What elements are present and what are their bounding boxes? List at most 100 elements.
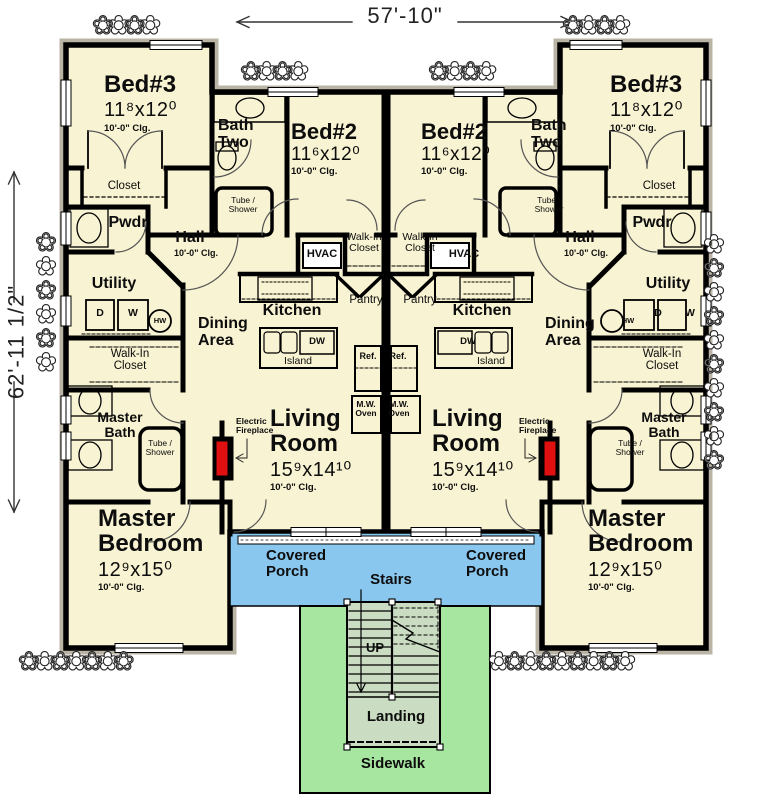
room-label-bath-two-left: Bath Two [218, 117, 254, 151]
refrigerator-box [354, 345, 382, 392]
room-size: 11⁸x12⁰ [104, 99, 177, 122]
porch-label-left: Covered Porch [266, 547, 327, 580]
room-label-dining-left: Dining Area [198, 315, 248, 349]
room-label-walkin-side-left: Walk-In Closet [110, 348, 150, 373]
overall-depth-dimension: 62'-11 1/2" [3, 284, 29, 400]
fixture-label-washer-left: W [128, 307, 138, 319]
room-name: Bed#3 [104, 71, 177, 98]
room-label-bed2-left: Bed#2 11⁶x12⁰ 10'-0" Clg. [291, 120, 360, 178]
dimension-arrows [7, 15, 575, 514]
door-arcs [87, 130, 378, 543]
room-label-kitchen-right: Kitchen [452, 302, 512, 319]
bush-icon: ✿❀✿❀✿❀✿❀✿ [487, 646, 636, 676]
fixture-label-dw-left: DW [309, 336, 325, 347]
room-size: 12⁹x15⁰ [98, 558, 173, 581]
room-label-utility-right: Utility [645, 275, 691, 292]
hall-ceiling-left: 10'-0" Clg. [174, 248, 218, 258]
room-label-bath-two-right: Bath Two [531, 117, 567, 151]
pantry-walls [334, 273, 385, 299]
bush-icon: ✿❀✿❀✿❀✿❀✿❀ [699, 229, 730, 470]
room-name: Master Bedroom [588, 505, 694, 558]
unit-interior [60, 40, 385, 653]
room-ceiling: 10'-0" Clg. [421, 166, 468, 178]
room-label-closet-right: Closet [642, 180, 676, 192]
room-label-walkin-side-right: Walk-In Closet [642, 348, 682, 373]
party-wall [381, 91, 391, 533]
room-label-bed3-left: Bed#3 11⁸x12⁰ 10'-0" Clg. [104, 72, 177, 134]
bush-icon: ❀✿❀✿ [561, 10, 631, 40]
room-name: Bed#3 [610, 71, 683, 98]
room-ceiling: 10'-0" Clg. [104, 122, 151, 134]
fixture-label-island-left: Island [283, 355, 313, 367]
tub-shower-label-master-right: Tube / Shower [615, 438, 645, 457]
kitchen-counter [239, 273, 338, 303]
electric-fireplace [212, 436, 248, 481]
room-label-closet-left: Closet [107, 180, 141, 192]
hvac-box [302, 242, 342, 269]
room-ceiling: 10'-0" Clg. [588, 582, 635, 594]
fixture-label-hvac-right: HVAC [448, 248, 480, 260]
room-name: Bed#2 [421, 119, 488, 144]
room-size: 12⁹x15⁰ [588, 558, 663, 581]
tub-shower-label-bath2-right: Tube / Shower [534, 195, 564, 214]
fixture-label-ref-left: Ref. [359, 351, 377, 361]
porch-label-right: Covered Porch [466, 547, 527, 580]
room-label-master-bed-left: Master Bedroom 12⁹x15⁰ 10'-0" Clg. [98, 506, 228, 593]
fixture-label-island-right: Island [476, 355, 506, 367]
room-size: 11⁶x12⁰ [421, 144, 491, 166]
stairs-label: Stairs [370, 571, 412, 588]
covered-porch-area [229, 532, 543, 607]
room-label-walkin-top-left: Walk-In Closet [346, 231, 382, 255]
bush-icon: ❀✿❀✿❀✿ [31, 227, 62, 372]
room-label-kitchen-left: Kitchen [262, 302, 322, 319]
room-label-hall-left: Hall [175, 229, 205, 246]
room-ceiling: 10'-0" Clg. [98, 582, 145, 594]
fixture-label-hw-left: HW [153, 316, 167, 325]
room-label-pantry-left: Pantry [349, 294, 383, 306]
room-label-master-bath-right: Master Bath [641, 409, 687, 440]
microwave-box [351, 395, 382, 434]
fixture-label-washer-right: W [685, 307, 695, 319]
room-ceiling: 10'-0" Clg. [432, 482, 479, 494]
fixture-label-dryer-left: D [96, 307, 104, 319]
fixture-label-hvac-left: HVAC [306, 248, 338, 260]
fireplace-callout-left: Electric Fireplace [236, 416, 274, 435]
fixture-label-dw-right: DW [460, 336, 476, 347]
bush-icon: ❀✿❀✿ [427, 56, 497, 86]
overall-width-dimension: 57'-10" [367, 3, 443, 28]
fixture-label-hw-right: HW [621, 316, 635, 325]
room-label-bed3-right: Bed#3 11⁸x12⁰ 10'-0" Clg. [610, 72, 683, 134]
room-ceiling: 10'-0" Clg. [270, 482, 317, 494]
room-label-walkin-top-right: Walk-In Closet [402, 231, 438, 255]
fixture-label-mw-right: M.W. Oven [388, 399, 410, 418]
room-label-utility-left: Utility [91, 275, 137, 292]
bush-icon: ❀✿❀✿ [239, 56, 309, 86]
stairs-direction-arrow [356, 589, 366, 694]
room-name: Living Room [432, 405, 503, 458]
room-size: 11⁸x12⁰ [610, 99, 683, 122]
bush-icon: ❀✿❀✿ [91, 10, 161, 40]
fireplace-callout-right: Electric Fireplace [519, 416, 557, 435]
staircase [343, 589, 444, 751]
room-label-living-left: Living Room 15⁹x14¹⁰ 10'-0" Clg. [270, 406, 362, 493]
tub-shower-label-master-left: Tube / Shower [145, 438, 175, 457]
room-label-pwdr-right: Pwdr [632, 214, 672, 231]
tub-shower-label-bath2-left: Tube / Shower [228, 195, 258, 214]
fixture-label-dryer-right: D [654, 307, 662, 319]
room-label-hall-right: Hall [565, 229, 595, 246]
porch-edge [237, 535, 535, 545]
windows [60, 40, 362, 653]
kitchen-island [259, 327, 338, 369]
room-label-pwdr-left: Pwdr [108, 214, 148, 231]
utility-fixtures [81, 299, 172, 335]
hall-ceiling-right: 10'-0" Clg. [564, 248, 608, 258]
bush-icon: ❀✿❀✿❀✿❀ [17, 646, 135, 676]
room-ceiling: 10'-0" Clg. [610, 122, 657, 134]
room-size: 15⁹x14¹⁰ [432, 458, 514, 481]
up-label: UP [366, 640, 385, 655]
sidewalk-label: Sidewalk [360, 755, 426, 772]
room-name: Bed#2 [291, 119, 358, 144]
room-name: Master Bedroom [98, 505, 204, 558]
